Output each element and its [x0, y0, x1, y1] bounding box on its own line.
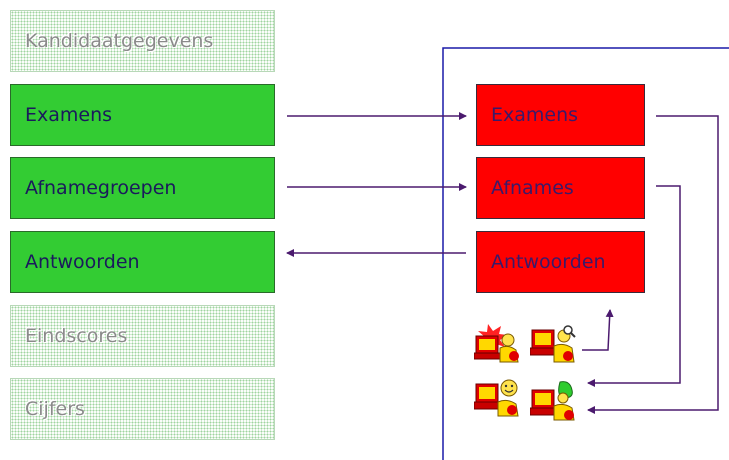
box-antwoorden: Antwoorden — [10, 231, 275, 293]
computer-user-tree-icon — [530, 381, 575, 421]
right-box-antwoorden: Antwoorden — [476, 231, 645, 293]
box-label: Antwoorden — [25, 251, 140, 273]
box-label: Kandidaatgegevens — [25, 30, 214, 52]
box-label: Antwoorden — [491, 251, 606, 273]
computer-user-magnifier-icon — [530, 325, 576, 363]
box-label: Examens — [25, 104, 113, 126]
box-label: Afnamegroepen — [25, 177, 177, 199]
box-label: Cijfers — [25, 398, 85, 420]
arrow-examens-to-icons — [587, 115, 719, 414]
box-label: Examens — [491, 104, 579, 126]
arrow-icons-to-antwoorden — [582, 309, 614, 351]
panel-border — [442, 47, 729, 460]
right-box-afnames: Afnames — [476, 157, 645, 219]
box-examens: Examens — [10, 84, 275, 146]
box-cijfers: Cijfers — [10, 378, 275, 440]
computer-user-alert-icon — [474, 324, 519, 363]
box-label: Afnames — [491, 177, 574, 199]
box-label: Eindscores — [25, 325, 128, 347]
box-kandidaatgegevens: Kandidaatgegevens — [10, 10, 275, 72]
box-eindscores: Eindscores — [10, 305, 275, 367]
computer-user-smiley-icon — [474, 379, 519, 417]
box-afnamegroepen: Afnamegroepen — [10, 157, 275, 219]
right-box-examens: Examens — [476, 84, 645, 146]
arrow-afnames-to-icons — [587, 185, 681, 387]
